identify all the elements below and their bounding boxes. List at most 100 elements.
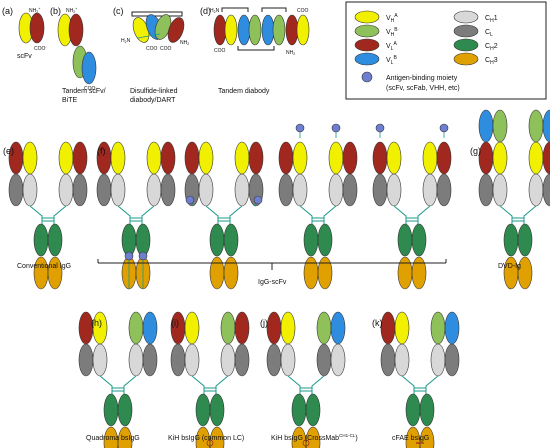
domain-vl-b <box>81 51 97 85</box>
panel-c-caption-line2: diabody/DART <box>130 97 176 104</box>
domain-vh-a <box>224 14 238 46</box>
domain-ch2-left <box>195 393 211 427</box>
igg-conventional <box>8 141 88 290</box>
terminus-h2n: H2N <box>121 38 131 44</box>
domain-vl-right <box>436 141 452 175</box>
domain-ch2-left <box>103 393 119 427</box>
domain-vl-a <box>68 13 84 47</box>
domain-vh-left <box>492 141 508 175</box>
domain-vl-b-outer-left <box>478 109 494 143</box>
domain-vh-right <box>422 141 438 175</box>
domain-vl-right <box>234 311 250 345</box>
domain-ch2-right <box>517 223 533 257</box>
hinge-region <box>99 375 137 394</box>
domain-vh-right <box>128 311 144 345</box>
domain-ch1-left <box>184 343 200 377</box>
hinge-region <box>299 205 337 224</box>
legend-vl-b-swatch <box>354 52 380 66</box>
domain-ch1-left <box>492 173 508 207</box>
domain-ch1-left <box>280 343 296 377</box>
igg-quadroma <box>78 311 158 448</box>
igg-scfv-n-terminal-lc <box>372 123 452 290</box>
domain-cl-left <box>278 173 294 207</box>
terminus-coo-1: COO <box>146 46 158 52</box>
panel-k-letter: (k) <box>372 318 383 328</box>
domain-vh-right <box>58 141 74 175</box>
domain-vl-b-outer-right <box>542 109 550 143</box>
igg-structures <box>8 109 550 448</box>
domain-ch2-left <box>303 223 319 257</box>
igg-kih-common-lc <box>170 311 250 448</box>
domain-ch3-right <box>517 256 533 290</box>
domain-ch2-left <box>397 223 413 257</box>
terminus-nh2: NH2+ <box>29 7 40 14</box>
terminus-h2n: H2N <box>210 8 220 14</box>
hinge-region <box>401 375 439 394</box>
domain-ch1-right <box>528 173 544 207</box>
panel-b-tandem-scfv: (b) NH2+ COO- Tandem scFv/ BiTE <box>50 6 106 104</box>
domain-ch1-right <box>234 173 250 207</box>
legend-vh-a-label: VHA <box>386 13 398 24</box>
legend-vh-b-label: VHB <box>386 27 398 38</box>
hinge-region <box>191 375 229 394</box>
domain-vh-right <box>220 311 236 345</box>
domain-vl-left <box>170 311 186 345</box>
panel-h-caption: Quadroma bsIgG <box>86 435 140 442</box>
domain-cl-right <box>330 343 346 377</box>
domain-cl-right <box>234 343 250 377</box>
panel-a-letter: (a) <box>2 6 13 16</box>
panel-b-letter: (b) <box>50 6 61 16</box>
domain-vl-left <box>266 311 282 345</box>
terminus-nh2: NH2 <box>286 50 295 56</box>
igg-dvd <box>478 109 550 290</box>
domain-vh-right <box>316 311 332 345</box>
domain-vl-right <box>248 141 264 175</box>
domain-ch1-left <box>292 173 308 207</box>
domain-ch2-right <box>135 223 151 257</box>
domain-ch3-left <box>503 256 519 290</box>
hinge-region <box>29 205 67 224</box>
panel-d-letter: (d) <box>200 6 211 16</box>
knob-into-hole-icon <box>302 439 310 447</box>
legend-vh-b-swatch <box>354 24 380 38</box>
domain-vl-right <box>342 141 358 175</box>
domain-ch1-right <box>328 173 344 207</box>
domain-ch1-left <box>394 343 410 377</box>
panel-e-caption: Conventional IgG <box>17 263 71 270</box>
domain-cl-left <box>78 343 94 377</box>
legend-antigen-swatch <box>361 71 373 83</box>
domain-ch3-left <box>303 256 319 290</box>
domain-ch1-right <box>146 173 162 207</box>
domain-ch1-right <box>128 343 144 377</box>
igg-scfv-c-terminal-lc <box>184 141 264 290</box>
domain-cl-right <box>72 173 88 207</box>
domain-ch3-left <box>209 256 225 290</box>
domain-ch1-right <box>316 343 332 377</box>
domain-cl-left <box>380 343 396 377</box>
domain-cl-left <box>266 343 282 377</box>
igg-kih-crossmab <box>266 311 346 448</box>
legend-ch1-label: CH1 <box>485 15 498 24</box>
domain-ch1-left <box>386 173 402 207</box>
domain-ch1-right <box>220 343 236 377</box>
domain-ch3-right <box>411 256 427 290</box>
antigen-binding-moiety-0 <box>185 195 195 205</box>
domain-ch3-right <box>47 256 63 290</box>
domain-vl-b-2 <box>261 14 275 46</box>
domain-ch3-left <box>397 256 413 290</box>
domain-vh-left <box>280 311 296 345</box>
domain-cl-right <box>342 173 358 207</box>
domain-ch2-left <box>503 223 519 257</box>
domain-vl-left <box>478 141 494 175</box>
domain-ch1-left <box>110 173 126 207</box>
panel-c-letter: (c) <box>113 6 124 16</box>
domain-ch2-left <box>33 223 49 257</box>
legend-vl-a-label: VLA <box>386 41 397 52</box>
domain-vh-b-2 <box>272 14 286 46</box>
legend-antigen-line2: (scFv, scFab, VHH, etc) <box>386 85 460 92</box>
domain-ch3-right <box>317 256 333 290</box>
domain-vl-right <box>542 141 550 175</box>
domain-vl-a <box>213 14 227 46</box>
terminus-nh2: NH2+ <box>66 7 77 14</box>
domain-vh-a-2 <box>296 14 310 46</box>
